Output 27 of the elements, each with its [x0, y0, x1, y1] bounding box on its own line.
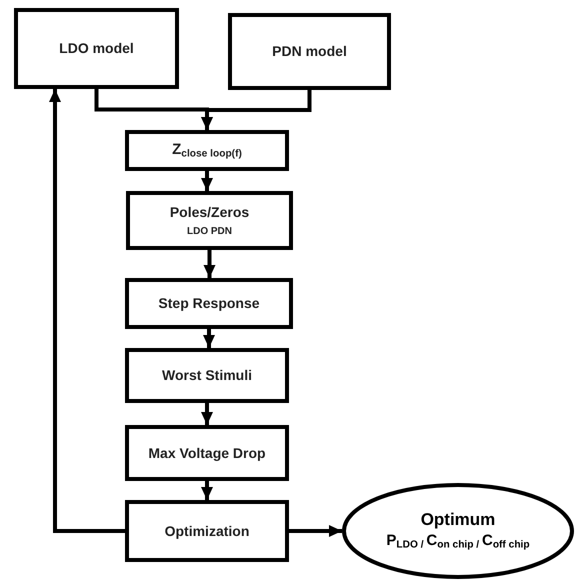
arrow — [49, 89, 125, 533]
process-box — [125, 130, 289, 171]
node-label: Max Voltage Drop — [148, 444, 266, 462]
arrow — [204, 250, 216, 278]
node-sublabel: P$_{LDO /}$ C$_{on chip /}$ C$_{off chip}$ — [386, 532, 530, 552]
node-label: PDN model — [272, 43, 347, 60]
node-label: Optimization — [164, 522, 250, 540]
process-box — [228, 13, 391, 90]
process-box — [125, 425, 289, 481]
node-label: Optimum — [420, 510, 496, 530]
process-box — [125, 348, 289, 403]
process-box — [126, 191, 293, 250]
node-label: LDO model — [59, 40, 134, 57]
arrow — [201, 90, 312, 130]
node-label: Poles/Zeros — [170, 204, 250, 220]
arrow — [201, 171, 213, 191]
arrow — [289, 525, 342, 537]
arrow — [203, 329, 215, 348]
node-sublabel: LDO PDN — [187, 226, 232, 238]
process-box — [125, 500, 289, 562]
node-label: Z$_{close loop(f)}$ — [172, 140, 242, 160]
process-box — [125, 278, 293, 329]
node-label: Step Response — [158, 295, 260, 312]
process-box — [14, 8, 179, 89]
arrow — [201, 481, 213, 500]
node-label: Worst Stimuli — [162, 367, 252, 384]
arrow — [201, 403, 213, 425]
